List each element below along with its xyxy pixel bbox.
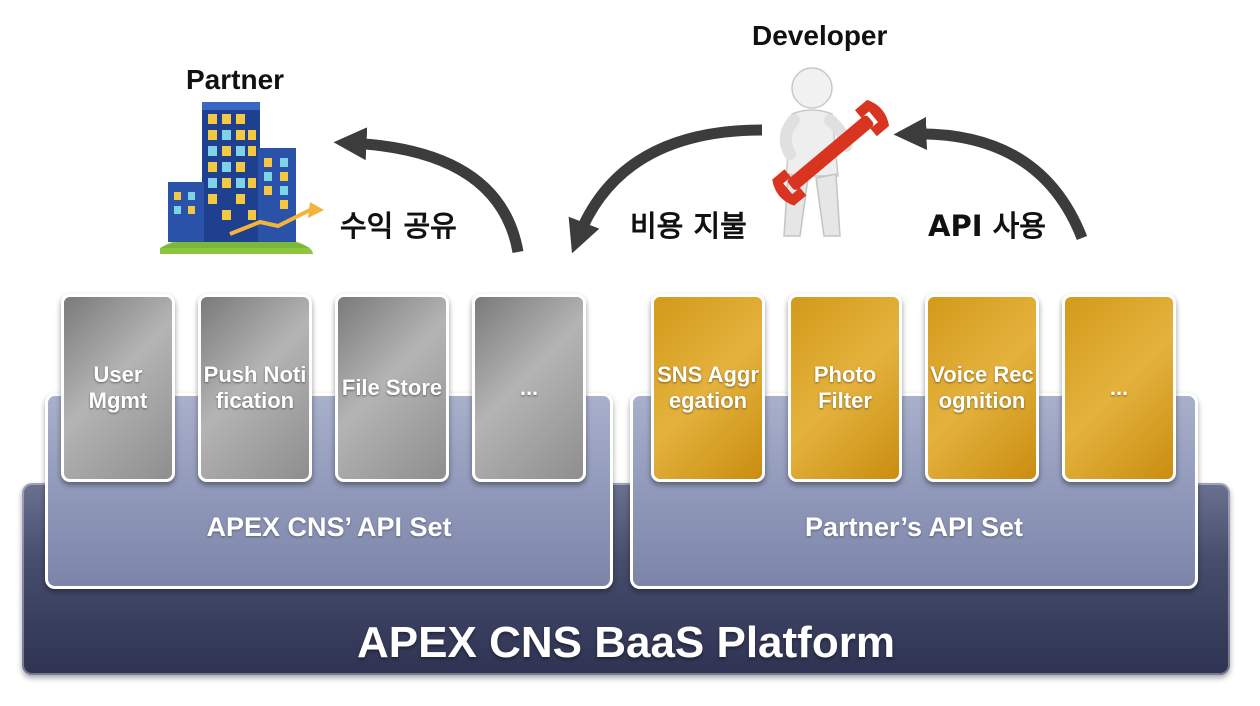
pay-fee-arrow [568, 124, 763, 254]
apex-api-set-title: APEX CNS’ API Set [206, 512, 452, 542]
api-card-user-mgmt: User Mgmt [61, 294, 175, 482]
api-card-voice-recognition: Voice Recognition [925, 294, 1039, 482]
api-card-more-partner: ... [1062, 294, 1176, 482]
api-card-photo-filter: Photo Filter [788, 294, 902, 482]
partner-label: Partner [186, 64, 285, 95]
pay-fee-label: 비용 지불 [630, 209, 747, 243]
api-card-sns-aggregation: SNS Aggregation [651, 294, 765, 482]
partner-api-set-title: Partner’s API Set [804, 512, 1024, 542]
partner-building-icon [160, 102, 324, 254]
api-use-arrow [893, 117, 1088, 240]
flow-arrows [333, 117, 1088, 254]
developer-label: Developer [752, 20, 888, 51]
api-card-push-notification: Push Notification [198, 294, 312, 482]
revenue-share-label: 수익 공유 [340, 209, 457, 243]
platform-title: APEX CNS BaaS Platform [357, 618, 895, 667]
api-use-label: API 사용 [928, 209, 1046, 243]
developer-figure-icon [772, 67, 890, 237]
api-card-file-store: File Store [335, 294, 449, 482]
revenue-share-arrow [333, 127, 524, 253]
api-card-more: ... [472, 294, 586, 482]
